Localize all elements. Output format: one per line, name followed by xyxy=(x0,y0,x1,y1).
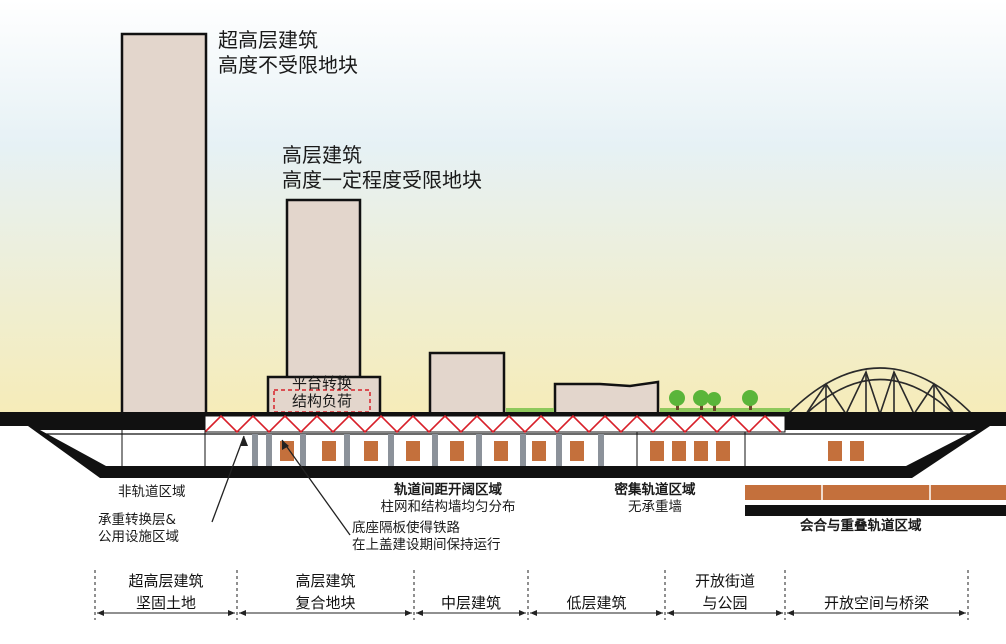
trains xyxy=(280,441,864,461)
supertall-tower xyxy=(120,32,208,416)
zone-open-space: 开放空间与桥梁 xyxy=(787,592,966,642)
wide-span-label-line2: 柱网和结构墙均匀分布 xyxy=(380,498,516,515)
base-slab-label-line2: 在上盖建设期间保持运行 xyxy=(352,536,501,553)
podium-label-line2: 结构负荷 xyxy=(291,392,352,410)
podium-label: 平台转换 结构负荷 xyxy=(276,374,368,410)
lowrise-building xyxy=(553,380,660,416)
wide-span-label: 轨道间距开阔区域 柱网和结构墙均匀分布 xyxy=(358,482,538,516)
zone-highrise-line2: 复合地块 xyxy=(295,594,356,612)
zone-supertall: 超高层建筑 坚固土地 xyxy=(97,570,235,620)
grass-strip-2 xyxy=(660,408,790,414)
grass-strip-1 xyxy=(506,408,554,414)
overlap-black-bar xyxy=(745,505,1006,516)
tree-4 xyxy=(742,390,758,410)
merge-track-label: 会合与重叠轨道区域 xyxy=(800,518,922,534)
highrise-label-line1: 高层建筑 xyxy=(282,143,362,167)
leader-arrows xyxy=(211,435,351,536)
structural-columns xyxy=(252,434,604,466)
highrise-label-line2: 高度一定程度受限地块 xyxy=(282,168,482,192)
supertall-label: 超高层建筑 高度不受限地块 xyxy=(218,28,358,78)
zone-supertall-line1: 超高层建筑 xyxy=(128,572,204,590)
highrise-label: 高层建筑 高度一定程度受限地块 xyxy=(282,143,482,193)
zone-highrise: 高层建筑 复合地块 xyxy=(239,570,412,620)
zone-highrise-line1: 高层建筑 xyxy=(295,572,356,590)
zone-arrowheads xyxy=(97,610,966,616)
supertall-label-line1: 超高层建筑 xyxy=(218,28,318,52)
zone-lowrise-line1: 低层建筑 xyxy=(566,594,627,612)
transfer-label-line2: 公用设施区域 xyxy=(98,528,179,545)
tree-2 xyxy=(693,390,709,410)
transfer-label-line1: 承重转换层& xyxy=(98,512,177,528)
tree-3 xyxy=(707,392,721,411)
zone-open-space-line1: 开放空间与桥梁 xyxy=(823,594,929,612)
supertall-label-line2: 高度不受限地块 xyxy=(218,53,358,77)
zone-open-street-line1: 开放街道 xyxy=(694,572,755,590)
midrise-building xyxy=(428,351,506,416)
zone-midrise: 中层建筑 xyxy=(416,592,526,642)
zone-open-street: 开放街道 与公园 xyxy=(667,570,783,620)
zone-dividers xyxy=(94,570,969,620)
zone-supertall-line2: 坚固土地 xyxy=(135,594,196,612)
truss-zigzag xyxy=(204,414,782,434)
dense-track-label: 密集轨道区域 无承重墙 xyxy=(600,482,710,516)
base-slab-label-line1: 底座隔板使得铁路 xyxy=(352,520,460,536)
dense-track-label-line1: 密集轨道区域 xyxy=(614,482,696,498)
podium-load-box xyxy=(273,389,371,413)
overlap-train-bar xyxy=(745,485,1006,500)
highrise-podium xyxy=(266,375,382,416)
zone-midrise-line1: 中层建筑 xyxy=(440,594,501,612)
tree-1 xyxy=(669,390,685,410)
base-slab-label: 底座隔板使得铁路 在上盖建设期间保持运行 xyxy=(352,520,501,554)
zone-lowrise: 低层建筑 xyxy=(530,592,663,642)
podium-label-line1: 平台转换 xyxy=(291,374,352,392)
non-track-label: 非轨道区域 xyxy=(118,484,186,500)
dense-track-label-line2: 无承重墙 xyxy=(628,498,682,515)
wide-span-label-line1: 轨道间距开阔区域 xyxy=(394,482,502,498)
transfer-layer-label: 承重转换层& 公用设施区域 xyxy=(98,512,179,546)
column-lines xyxy=(121,416,746,466)
highrise-tower xyxy=(285,198,362,387)
zone-open-street-line2: 与公园 xyxy=(702,594,748,612)
